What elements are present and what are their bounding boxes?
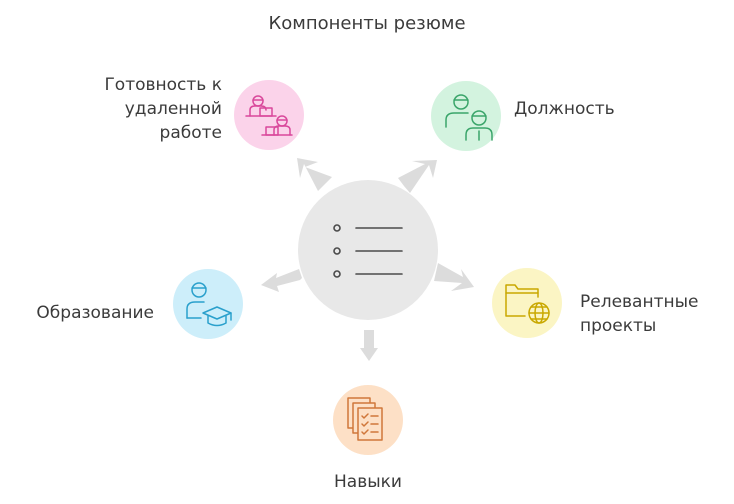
position-label: Должность xyxy=(514,99,615,119)
list-icon xyxy=(334,225,402,277)
education-label: Образование xyxy=(36,303,154,323)
diagram-title: Компоненты резюме xyxy=(268,13,466,34)
education-node-circle xyxy=(173,269,243,339)
arrow-to-skills xyxy=(360,330,378,361)
remote-work-icon xyxy=(246,96,292,135)
graduate-icon xyxy=(187,283,231,326)
position-node-circle xyxy=(431,81,501,151)
skills-label: Навыки xyxy=(334,472,402,492)
connector-arrows xyxy=(261,158,474,361)
remote-label: Готовность к удаленной работе xyxy=(104,75,222,143)
arrow-to-position xyxy=(398,160,437,193)
projects-node-circle xyxy=(492,268,562,338)
projects-label: Релевантные проекты xyxy=(580,292,699,336)
folder-globe-icon xyxy=(506,285,549,324)
arrow-to-remote xyxy=(297,158,332,191)
remote-node-circle xyxy=(234,80,304,150)
arrow-to-projects xyxy=(434,263,474,291)
center-circle xyxy=(298,180,438,320)
people-icon xyxy=(446,95,492,140)
checklist-icon xyxy=(348,398,382,440)
arrow-to-education xyxy=(261,269,302,292)
